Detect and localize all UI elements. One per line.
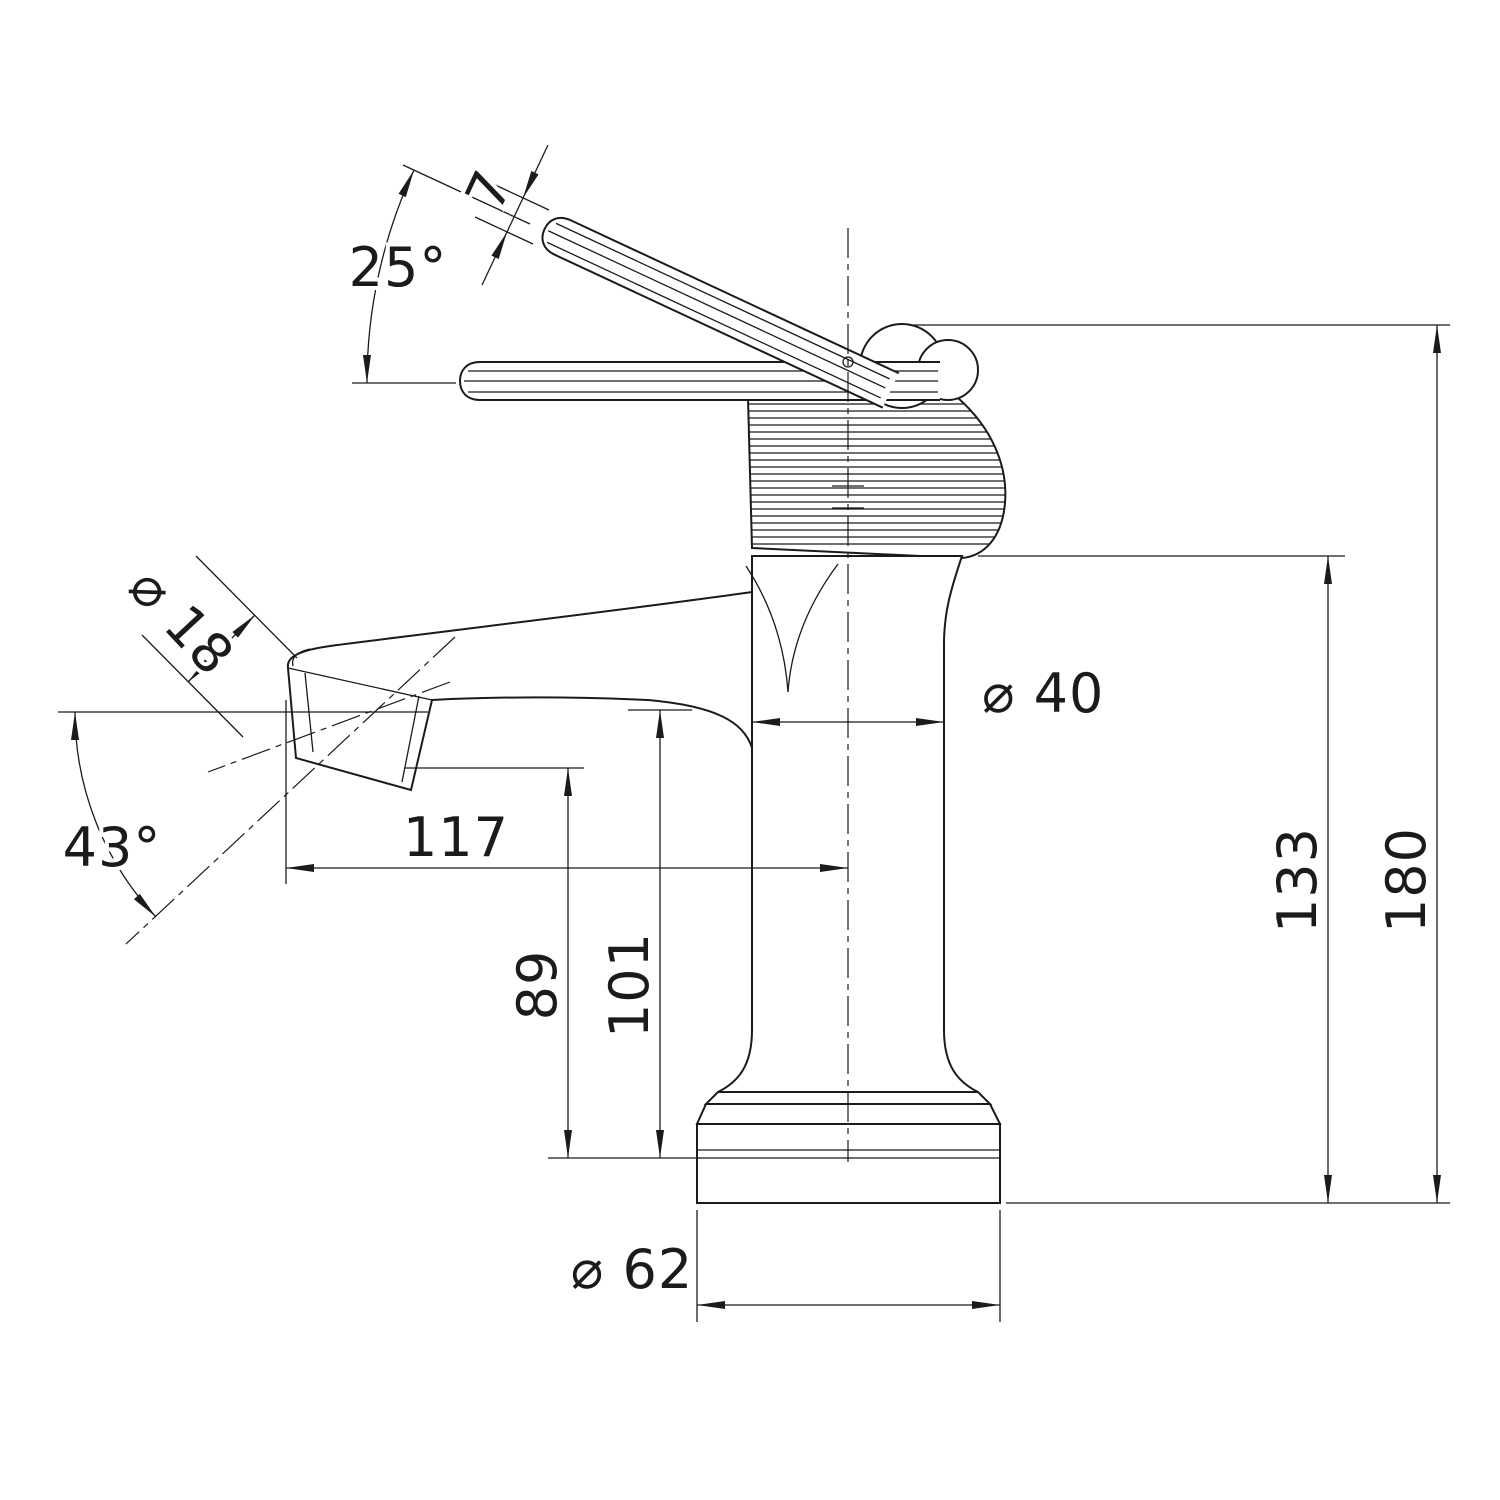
spout	[286, 590, 753, 792]
aerator-top-edge	[287, 667, 433, 701]
dim-base-diameter: ⌀ 62	[567, 1210, 1001, 1322]
lever-handle-raised	[541, 216, 900, 409]
dim-spray-angle-label: 43°	[63, 816, 162, 879]
leaf-detail	[745, 565, 789, 693]
cartridge-housing	[746, 397, 1007, 560]
dim-aerator-diameter-label: ⌀ 18	[117, 555, 247, 687]
centerlines	[125, 228, 849, 1162]
dim-lever-angle-label: 25°	[349, 236, 448, 299]
dim-body-diameter: ⌀ 40	[752, 658, 1107, 729]
dim-column-height: 133	[978, 555, 1345, 1203]
faucet-body	[286, 216, 1007, 1204]
dim-base-diameter-label: ⌀ 62	[571, 1238, 693, 1301]
dim-lever-thickness: 7	[449, 144, 550, 286]
dim-column-height-label: 133	[1266, 827, 1329, 933]
dim-spout-height-label: 89	[506, 950, 569, 1021]
dim-spout-reach-label: 117	[403, 806, 509, 869]
dim-spout-height: 89	[405, 767, 700, 1159]
dim-spout-reach: 117	[285, 700, 848, 884]
dim-outlet-height-label: 101	[598, 932, 661, 1038]
spray-axis-43	[125, 636, 456, 945]
dim-overall-height-label: 180	[1375, 827, 1438, 933]
aerator-seam	[401, 695, 420, 783]
dim-body-diameter-label: ⌀ 40	[982, 662, 1104, 725]
dim-aerator-diameter: ⌀ 18	[113, 551, 298, 738]
leaf-detail	[787, 563, 839, 693]
dim-lever-thickness-label: 7	[453, 161, 525, 220]
pivot-screw	[842, 356, 854, 368]
dim-overall-height: 180	[908, 324, 1450, 1204]
aerator-axis	[207, 681, 451, 773]
dim-lever-angle: 25°	[345, 164, 531, 384]
housing-ribs	[748, 403, 1006, 545]
dim-spray-angle: 43°	[58, 711, 428, 918]
dim-outlet-height: 101	[594, 709, 692, 1158]
